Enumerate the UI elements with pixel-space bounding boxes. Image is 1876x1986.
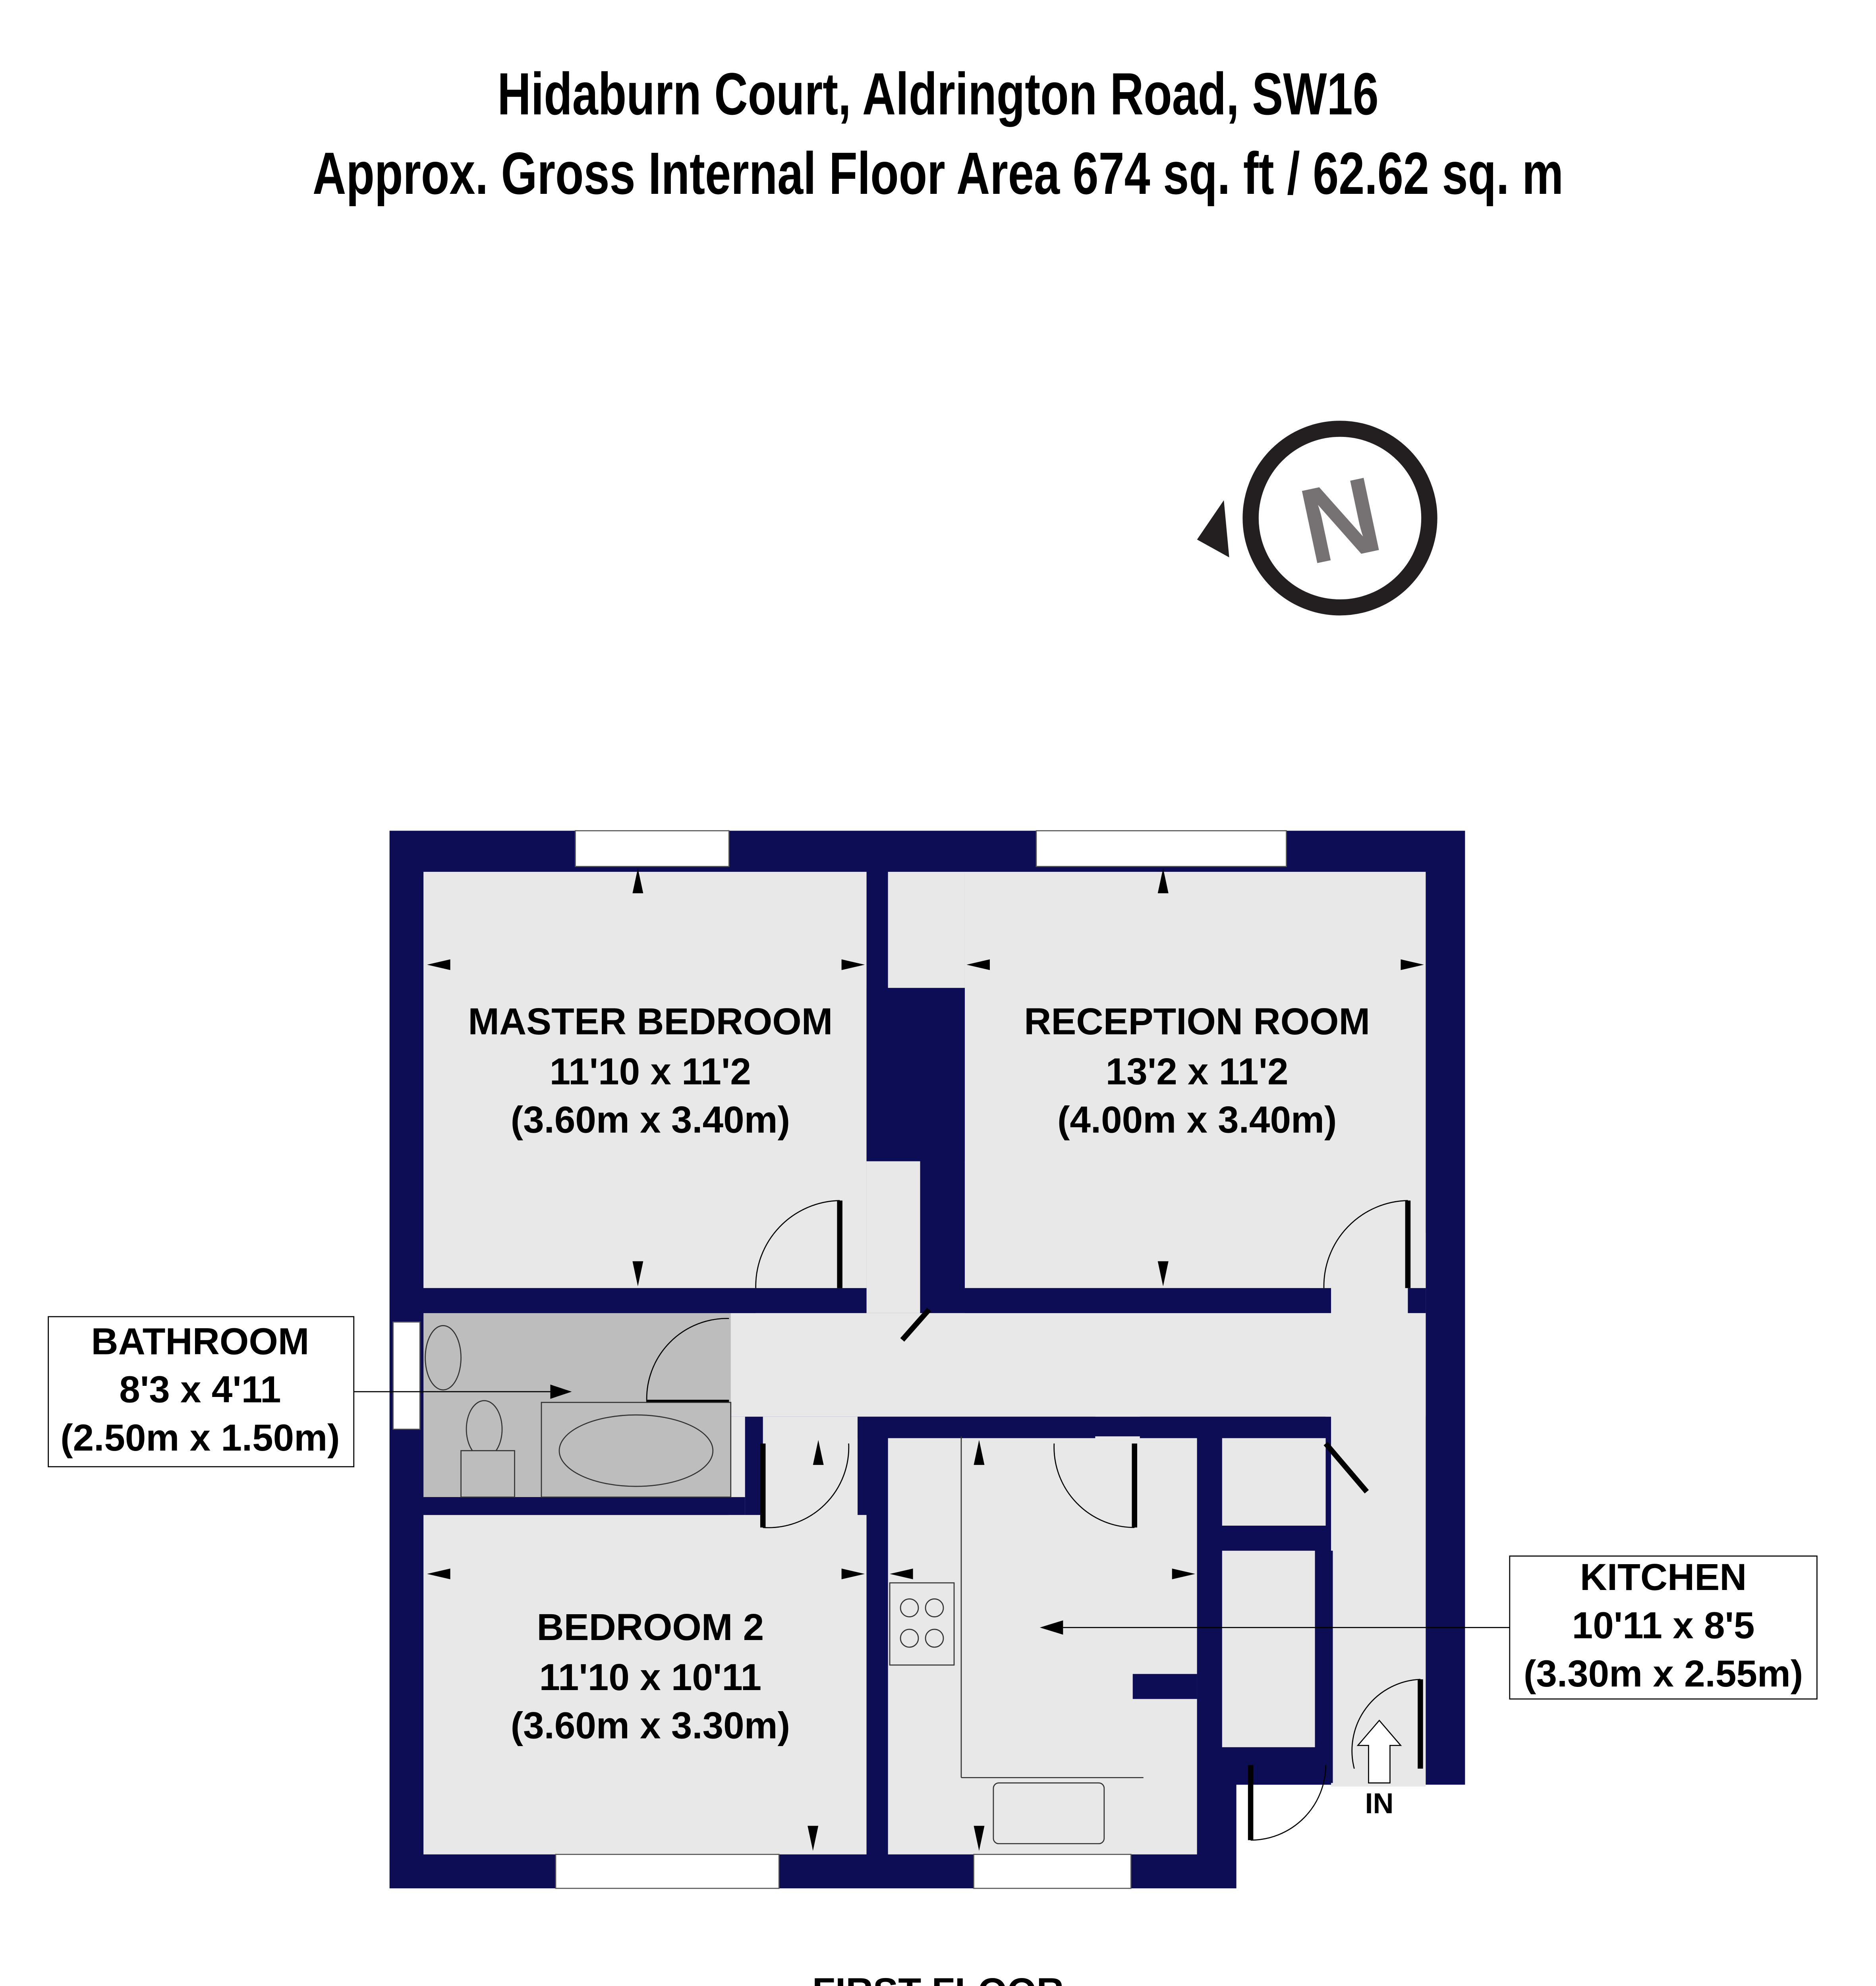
internal-walls: [423, 988, 1426, 1855]
hob-icon: [889, 1582, 955, 1666]
room-size-metric: (4.00m x 3.40m): [1057, 1099, 1337, 1141]
room-size-metric: (3.60m x 3.40m): [511, 1099, 790, 1141]
room-size-imperial: 11'10 x 11'2: [550, 1051, 751, 1093]
room-name-master-bedroom: MASTER BEDROOM: [468, 1001, 833, 1043]
north-arrow-icon: N: [1197, 421, 1437, 616]
floor-label: FIRST FLOOR: [0, 1970, 1876, 1986]
windows: [392, 830, 1287, 1889]
room-name-reception-room: RECEPTION ROOM: [1024, 1001, 1370, 1043]
room-name-bathroom: BATHROOM: [91, 1320, 309, 1362]
bathroom-pointer-arrow: [550, 1384, 572, 1399]
page-title: Hidaburn Court, Aldrington Road, SW16: [497, 60, 1379, 127]
entrance-arrow-icon: [1356, 1719, 1402, 1784]
room-name-bedroom-2: BEDROOM 2: [537, 1606, 764, 1648]
room-size-metric: (3.60m x 3.30m): [511, 1704, 790, 1746]
room-size-imperial: 8'3 x 4'11: [119, 1369, 281, 1411]
dimension-arrows: [427, 868, 1424, 1851]
fixtures: [425, 1325, 1144, 1845]
room-size-metric: (3.30m x 2.55m): [1524, 1653, 1803, 1695]
entrance-label: IN: [1365, 1788, 1393, 1820]
room-name-kitchen: KITCHEN: [1580, 1556, 1747, 1598]
svg-text:N: N: [1290, 454, 1391, 587]
floor-area-subtitle: Approx. Gross Internal Floor Area 674 sq…: [312, 140, 1564, 207]
kitchen-pointer-arrow: [1039, 1620, 1063, 1635]
room-size-imperial: 13'2 x 11'2: [1106, 1051, 1289, 1093]
bathroom-label-box: [48, 1316, 355, 1468]
room-size-metric: (2.50m x 1.50m): [60, 1417, 340, 1459]
sink-icon: [993, 1782, 1105, 1845]
room-size-imperial: 10'11 x 8'5: [1572, 1604, 1755, 1646]
basin-icon: [425, 1325, 462, 1391]
label-leaders: [354, 1391, 1510, 1628]
room-size-imperial: 11'10 x 10'11: [539, 1656, 762, 1698]
bath-icon: [541, 1402, 732, 1498]
door-swings: [646, 1200, 1420, 1841]
kitchen-label-box: [1509, 1555, 1818, 1700]
